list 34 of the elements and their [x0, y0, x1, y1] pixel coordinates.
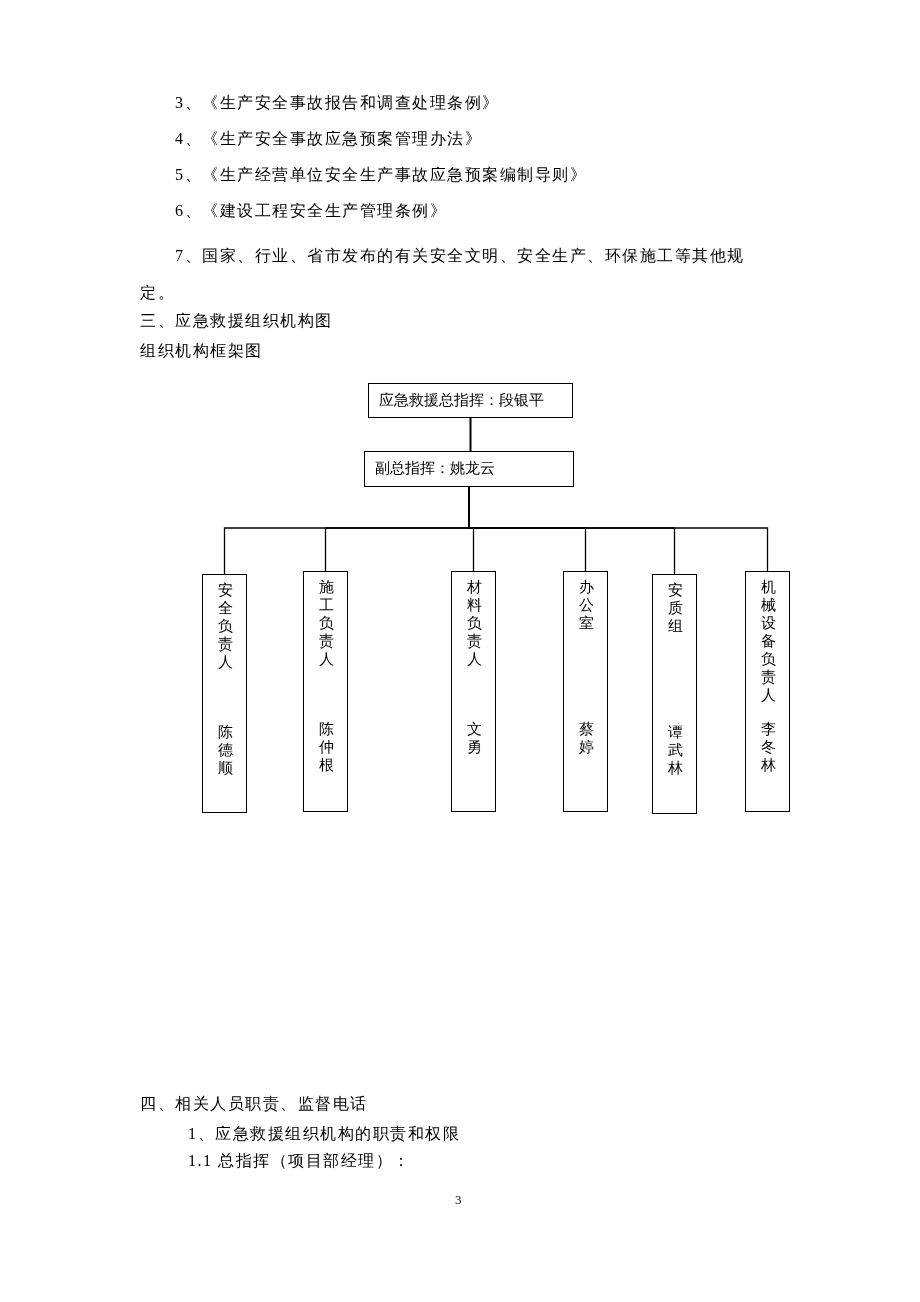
org-box	[745, 571, 790, 812]
list-item: 6、《建设工程安全生产管理条例》	[175, 201, 447, 221]
person-name: 蔡婷	[578, 720, 594, 756]
role-label: 施工负责人	[318, 578, 334, 668]
org-box	[451, 571, 496, 812]
page-number: 3	[455, 1191, 463, 1209]
role-label: 安全负责人	[217, 581, 233, 671]
role-label: 机械设备负责人	[760, 578, 776, 704]
person-name: 陈德顺	[217, 723, 233, 777]
org-box	[652, 574, 697, 814]
section-heading: 四、相关人员职责、监督电话	[140, 1094, 368, 1114]
position-label: 应急救援总指挥：段银平	[379, 391, 544, 410]
section-heading: 三、应急救援组织机构图	[140, 311, 333, 331]
role-label: 办公室	[578, 578, 594, 632]
org-box	[563, 571, 608, 812]
org-box	[303, 571, 348, 812]
person-name: 文勇	[466, 720, 482, 756]
position-label: 副总指挥：姚龙云	[375, 459, 495, 478]
subsection-heading: 1、应急救援组织机构的职责和权限	[188, 1124, 460, 1144]
list-item: 7、国家、行业、省市发布的有关安全文明、安全生产、环保施工等其他规定。	[140, 246, 746, 303]
role-label: 材料负责人	[466, 578, 482, 668]
org-box	[202, 574, 247, 813]
org-box	[368, 383, 573, 418]
role-label: 安质组	[667, 581, 683, 635]
chart-caption: 组织机构框架图	[140, 341, 263, 361]
list-item: 3、《生产安全事故报告和调查处理条例》	[175, 93, 500, 113]
subsection-heading: 1.1 总指挥（项目部经理）：	[188, 1151, 411, 1171]
person-name: 谭武林	[667, 723, 683, 777]
list-item: 5、《生产经营单位安全生产事故应急预案编制导则》	[175, 165, 587, 185]
list-item: 4、《生产安全事故应急预案管理办法》	[175, 129, 482, 149]
org-box	[364, 451, 574, 487]
person-name: 陈仲根	[318, 720, 334, 774]
connector-line	[469, 417, 472, 452]
person-name: 李冬林	[760, 720, 776, 774]
